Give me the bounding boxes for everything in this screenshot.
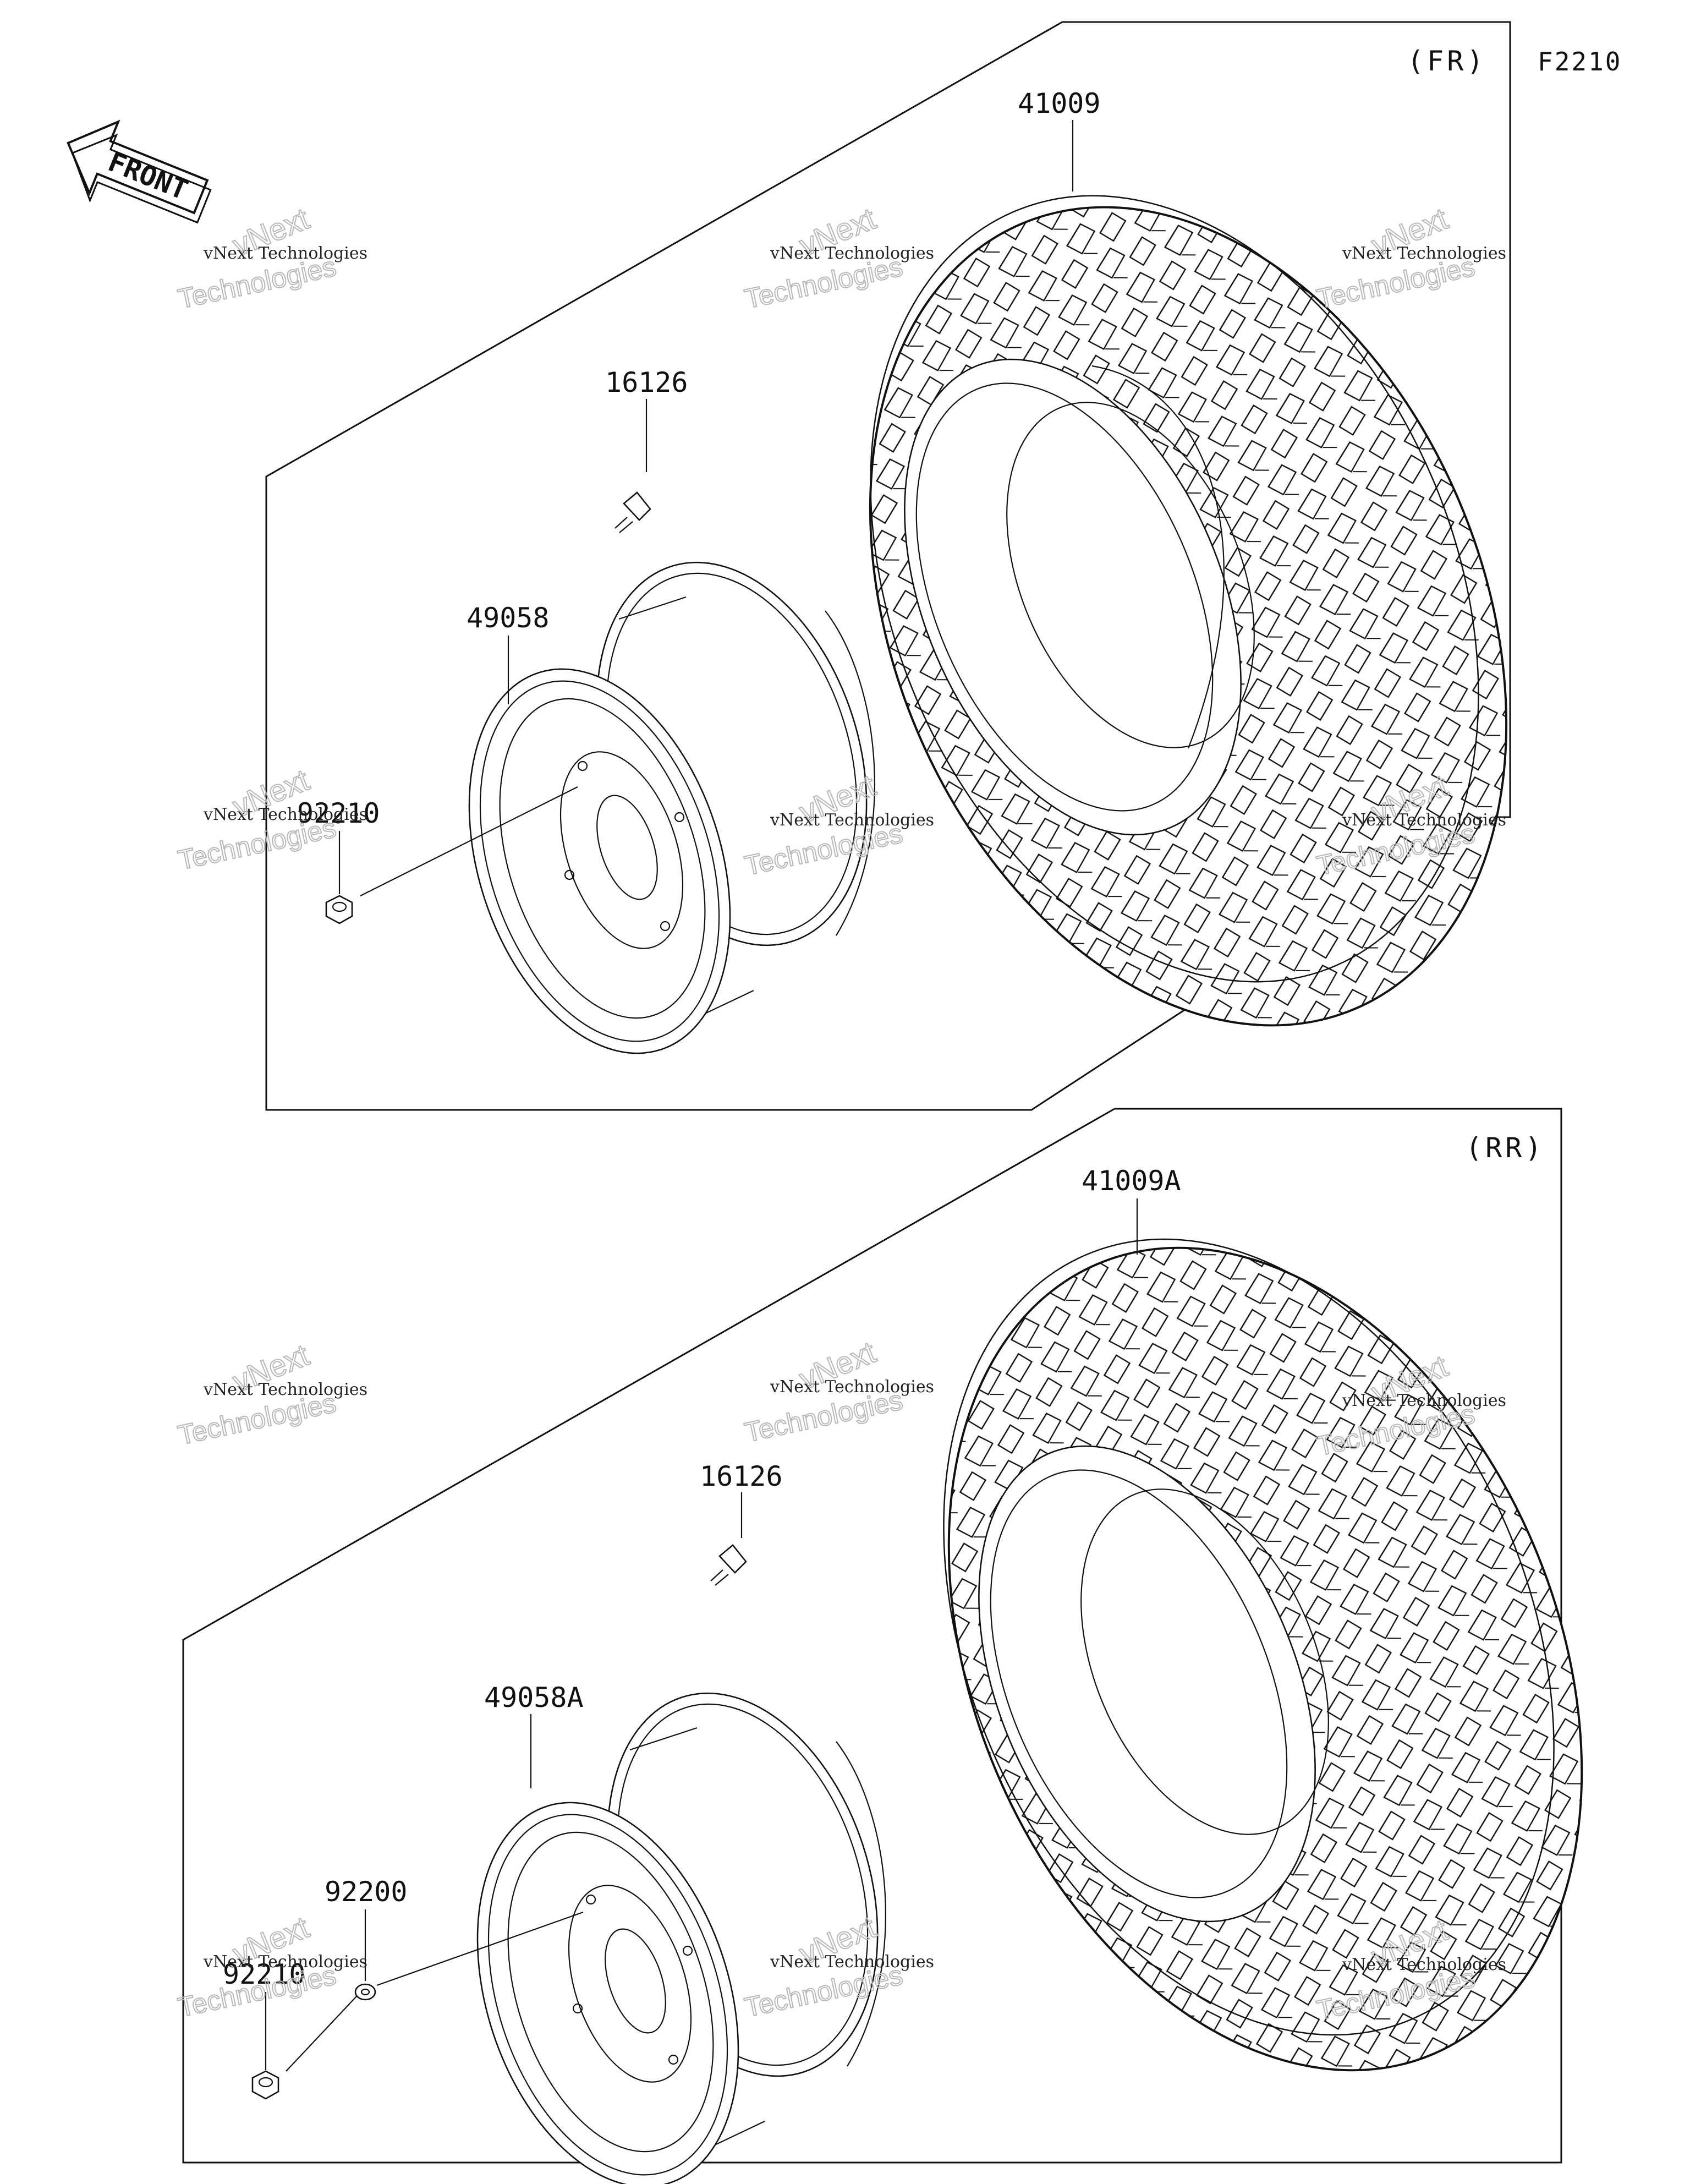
svg-text:vNext Technologies: vNext Technologies	[1342, 1955, 1506, 1974]
front-arrow-label: FRONT	[104, 146, 193, 206]
front-direction-arrow-icon: FRONT	[67, 119, 212, 224]
front-tire	[869, 195, 1508, 1027]
svg-text:vNext Technologies: vNext Technologies	[203, 1380, 367, 1399]
front-section-label: (FR)	[1407, 45, 1486, 77]
svg-text:vNext Technologies: vNext Technologies	[770, 811, 934, 830]
label-rear-wheel: 49058A	[484, 1682, 584, 1714]
svg-text:vNext Technologies: vNext Technologies	[1342, 244, 1506, 263]
svg-text:vNext Technologies: vNext Technologies	[203, 244, 367, 263]
svg-text:vNext Technologies: vNext Technologies	[1342, 811, 1506, 830]
watermark: vNext Technologies vNext Technologies	[175, 762, 367, 876]
front-nut-icon	[325, 895, 353, 924]
label-rear-washer: 92200	[325, 1876, 408, 1908]
label-front-nut: 92210	[297, 797, 380, 829]
front-valve-icon	[614, 491, 651, 533]
label-rear-tire: 41009A	[1082, 1165, 1181, 1197]
rear-section-label: (RR)	[1466, 1132, 1545, 1164]
rear-valve-icon	[710, 1544, 747, 1586]
label-front-tire: 41009	[1018, 87, 1101, 119]
svg-text:vNext Technologies: vNext Technologies	[203, 1952, 367, 1972]
rear-washer-icon	[354, 1983, 376, 2001]
watermark: vNext Technologies vNext Technologies	[175, 1909, 367, 2023]
label-front-wheel: 49058	[467, 602, 550, 634]
rear-section-frame	[182, 1108, 1562, 2164]
front-nut-centerline	[360, 786, 578, 896]
rear-nut-centerline	[286, 1996, 357, 2072]
label-front-valve: 16126	[605, 366, 688, 398]
svg-text:vNext Technologies: vNext Technologies	[770, 244, 934, 263]
rear-labels: 41009A 16126 49058A 92200 92210	[223, 1165, 1181, 2070]
watermark: vNext Technologies vNext Technologies	[742, 1334, 934, 1448]
rear-wheel	[476, 1692, 886, 2184]
rear-nut-icon	[251, 2070, 279, 2100]
watermark: vNext Technologies vNext Technologies	[175, 1337, 367, 1451]
watermark: vNext Technologies vNext Technologies	[742, 200, 934, 315]
rear-tire	[943, 1238, 1583, 2072]
svg-text:vNext Technologies: vNext Technologies	[770, 1952, 934, 1972]
rear-washer-centerline	[376, 1911, 584, 1986]
watermark: vNext Technologies vNext Technologies	[175, 200, 367, 315]
front-wheel	[468, 561, 875, 1054]
label-rear-nut: 92210	[223, 1958, 306, 1990]
svg-text:vNext Technologies: vNext Technologies	[770, 1377, 934, 1397]
watermark: vNext Technologies vNext Technologies	[1314, 200, 1506, 315]
figure-code: F2210	[1538, 47, 1622, 76]
front-labels: 41009 16126 49058 92210	[297, 87, 1101, 894]
label-rear-valve: 16126	[700, 1460, 783, 1492]
svg-text:vNext Technologies: vNext Technologies	[1342, 1391, 1506, 1410]
svg-text:vNext Technologies: vNext Technologies	[203, 805, 367, 824]
